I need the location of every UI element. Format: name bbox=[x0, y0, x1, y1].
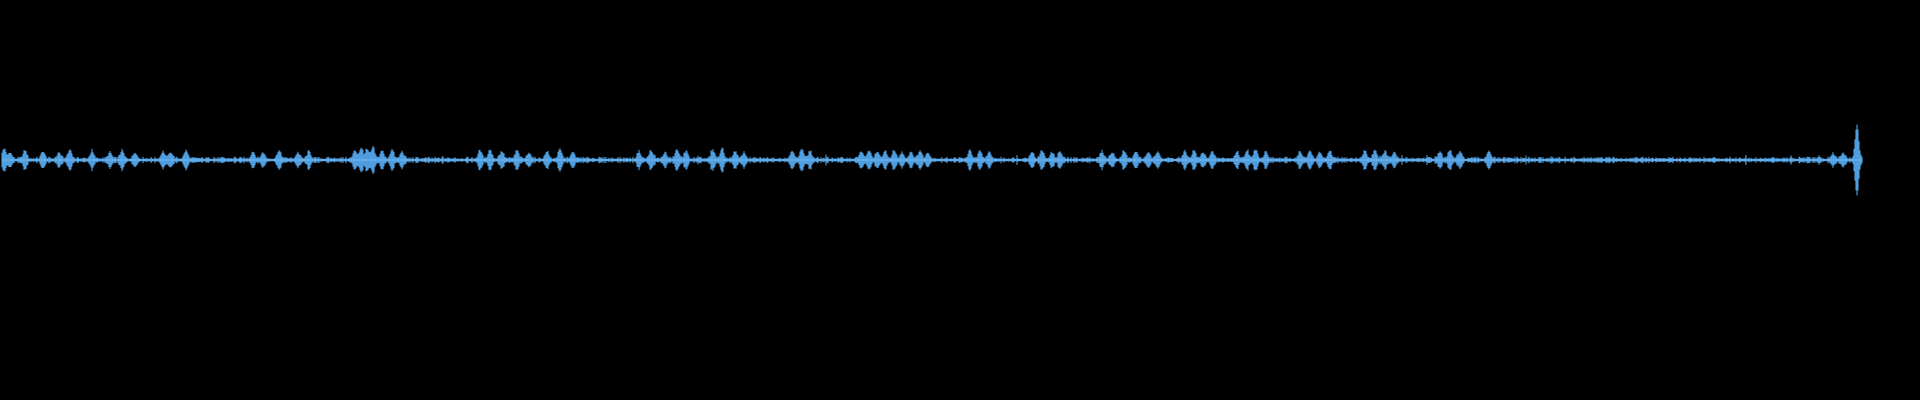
audio-waveform[interactable] bbox=[0, 0, 1920, 400]
audio-waveform-panel bbox=[0, 0, 1920, 400]
waveform-background bbox=[0, 0, 1920, 400]
